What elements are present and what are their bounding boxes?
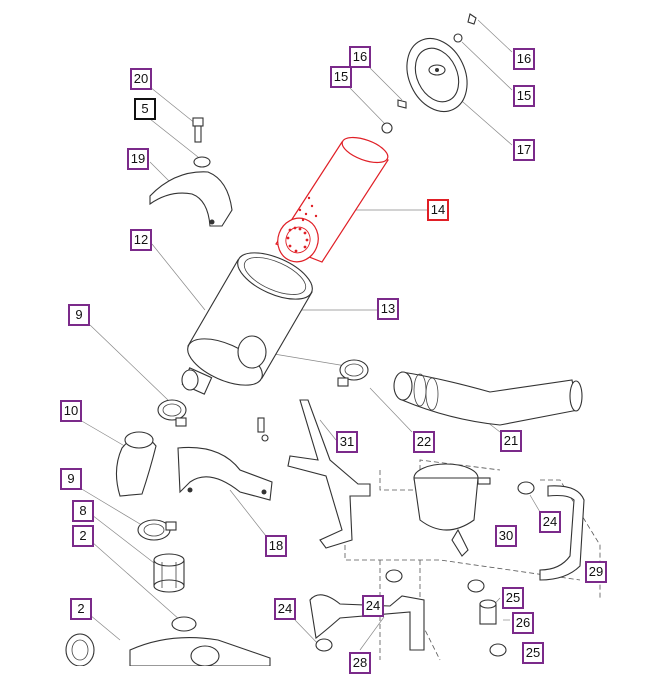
leader-lines (79, 19, 541, 651)
callout-24-middle: 24 (362, 595, 384, 617)
callout-25-upper: 25 (502, 587, 524, 609)
callout-2-lower: 2 (70, 598, 92, 620)
callout-19: 19 (127, 148, 149, 170)
callout-10: 10 (60, 400, 82, 422)
callout-31: 31 (336, 431, 358, 453)
callout-8: 8 (72, 500, 94, 522)
callout-5: 5 (134, 98, 156, 120)
bolt-20 (192, 117, 211, 168)
bracket-18 (177, 417, 273, 501)
hardware-15-16 (381, 13, 477, 134)
callout-2-upper: 2 (72, 525, 94, 547)
callout-26: 26 (512, 612, 534, 634)
callout-14: 14 (427, 199, 449, 221)
callout-15-right: 15 (513, 85, 535, 107)
fitting-8 (153, 553, 185, 593)
callout-25-lower: 25 (522, 642, 544, 664)
intake-hose-21 (393, 371, 583, 426)
callout-12: 12 (130, 229, 152, 251)
pipe-lower (129, 636, 271, 667)
callout-22: 22 (413, 431, 435, 453)
callout-16-left: 16 (349, 46, 371, 68)
callout-21: 21 (500, 430, 522, 452)
elbow-hose-10 (115, 431, 157, 497)
clamp-9-upper (157, 399, 187, 427)
clamp-9-lower (137, 519, 177, 541)
callout-30: 30 (495, 525, 517, 547)
callout-13: 13 (377, 298, 399, 320)
clamp-22 (337, 359, 369, 387)
o-ring-2 (65, 616, 197, 667)
end-cover-17 (406, 38, 468, 112)
filter-element-14 (275, 136, 389, 263)
callout-18: 18 (265, 535, 287, 557)
callout-9-lower: 9 (60, 468, 82, 490)
fitting-26 (479, 599, 507, 657)
precleaner-30 (413, 463, 491, 557)
callout-24-right: 24 (539, 511, 561, 533)
callout-28: 28 (349, 652, 371, 674)
callout-29: 29 (585, 561, 607, 583)
hose-24 (309, 594, 425, 651)
bracket-19 (149, 171, 233, 227)
clamp-24 (315, 481, 535, 652)
support-bracket-31 (287, 399, 371, 549)
callout-9-upper: 9 (68, 304, 90, 326)
hose-29 (539, 485, 585, 581)
callout-16-right: 16 (513, 48, 535, 70)
filter-housing-12 (181, 252, 313, 395)
callout-15-left: 15 (330, 66, 352, 88)
callout-20: 20 (130, 68, 152, 90)
callout-17: 17 (513, 139, 535, 161)
callout-24-left: 24 (274, 598, 296, 620)
